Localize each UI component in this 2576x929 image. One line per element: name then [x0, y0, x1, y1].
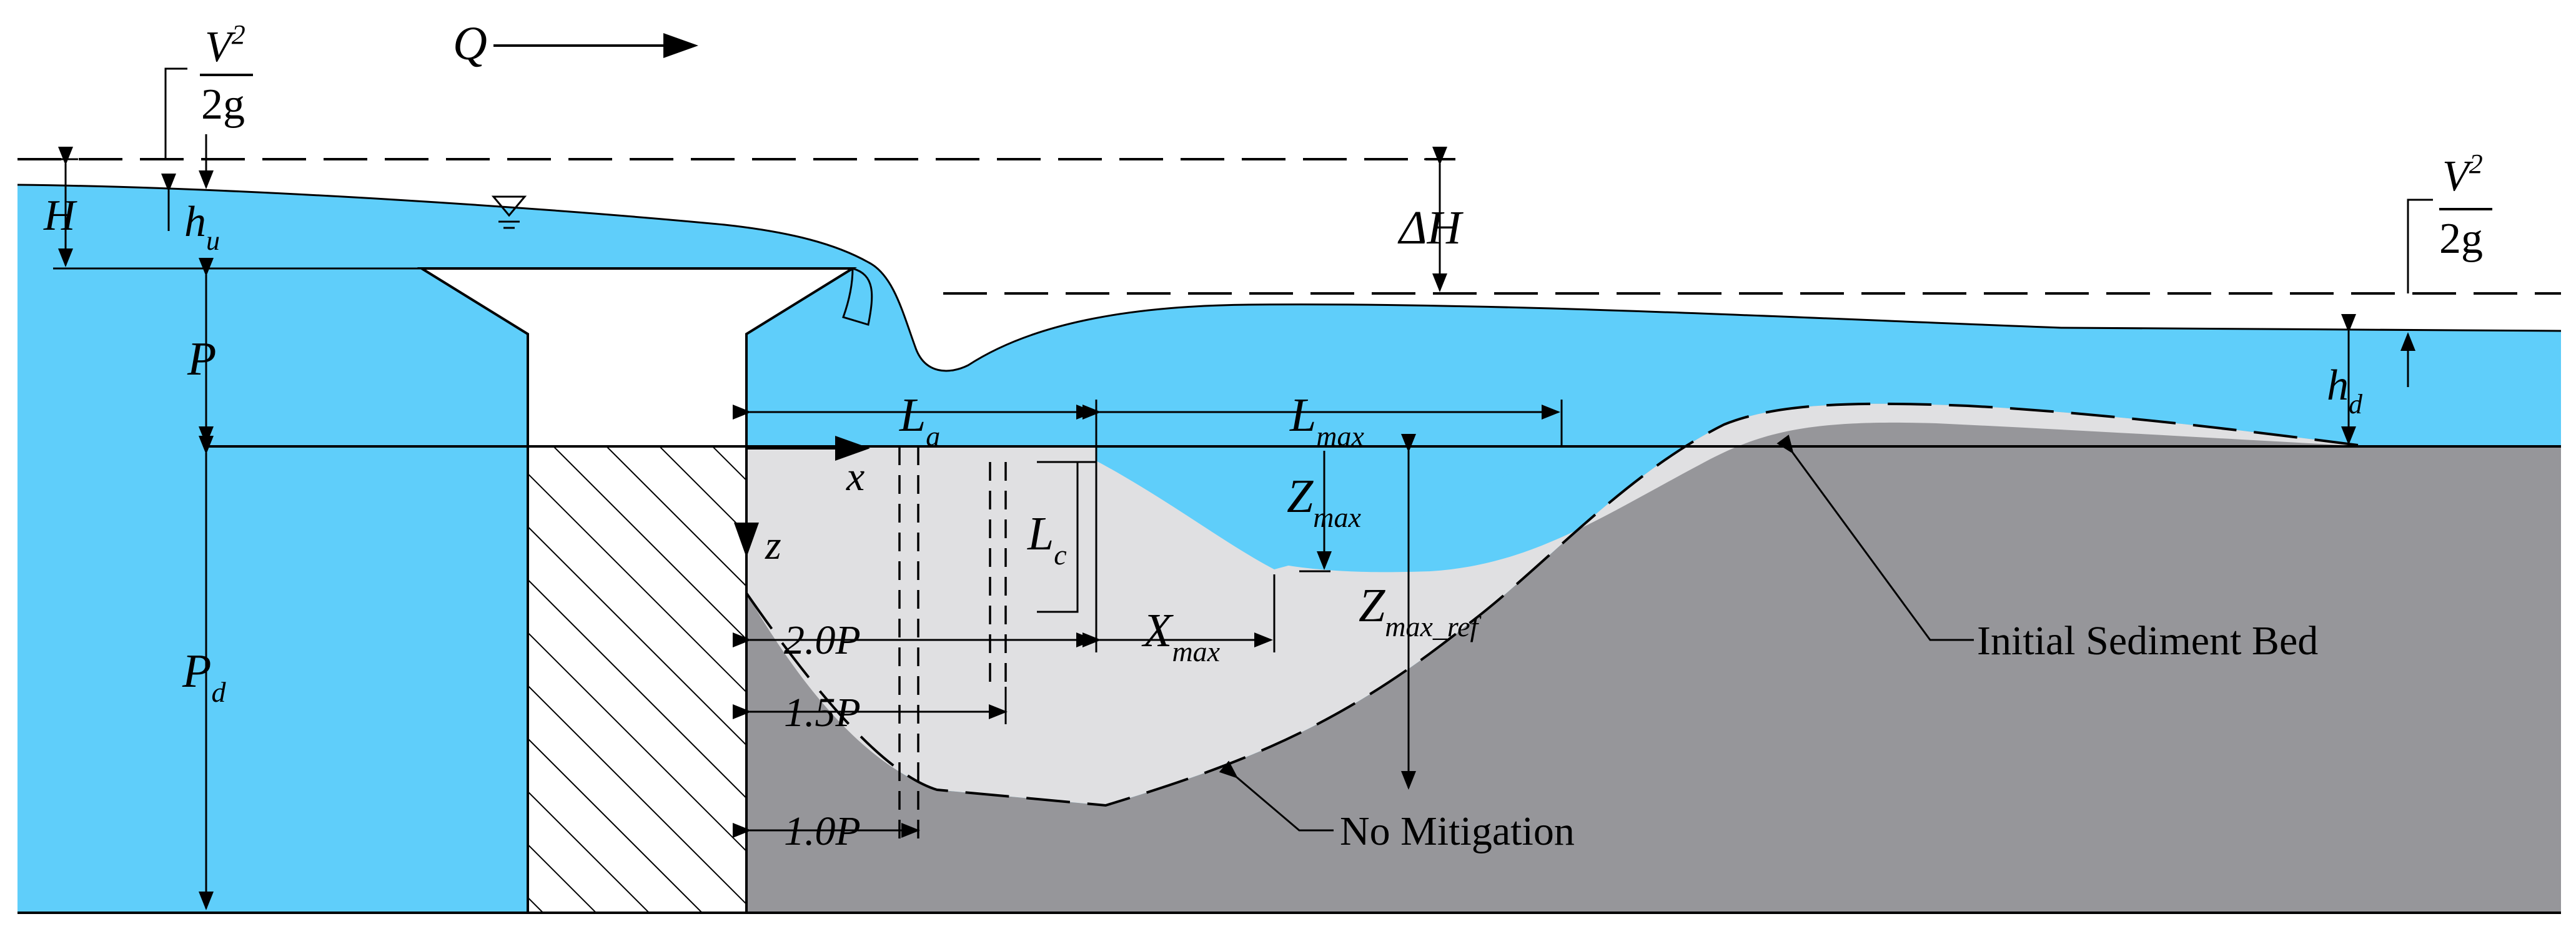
downstream-velocity-head-num: V2: [2442, 149, 2483, 200]
flow-label: Q: [453, 17, 487, 70]
upstream-surface-line: [17, 184, 2562, 372]
water-surface-symbol: [491, 195, 527, 217]
scour-pool-water: [1096, 446, 1562, 569]
p10-label: 1.0P: [784, 809, 861, 854]
H-label: H: [43, 192, 77, 240]
nappe-jet: [842, 267, 873, 326]
lc-bracket: [1037, 461, 1079, 613]
downstream-velocity-head-den: 2g: [2439, 215, 2483, 263]
Lc-label: Lc: [1027, 508, 1067, 571]
P-label: P: [187, 333, 216, 385]
no-mitigation-profile: [745, 402, 2368, 807]
hu-label: hu: [184, 198, 220, 256]
initial-bed-leader: [1776, 435, 1974, 641]
hd-label: hd: [2327, 361, 2363, 420]
Xmax-label: Xmax: [1141, 604, 1221, 667]
x-axis-label: x: [846, 454, 864, 499]
upstream-velocity-head-bracket: [164, 67, 187, 159]
p15-label: 1.5P: [784, 690, 861, 735]
Pd-label: Pd: [182, 645, 226, 708]
initial-bed-label: Initial Sediment Bed: [1977, 618, 2318, 664]
scour-hole: [746, 403, 2367, 805]
upstream-velocity-head-num: V2: [205, 19, 245, 71]
downstream-velocity-head-bracket: [2407, 199, 2433, 293]
Zmaxref-label: Zmax_ref: [1359, 579, 1482, 642]
deltaH-label: ΔH: [1397, 202, 1464, 254]
p20-label: 2.0P: [784, 617, 861, 663]
no-mitigation-label: No Mitigation: [1340, 809, 1575, 854]
z-axis-label: z: [765, 523, 781, 568]
La-label: La: [899, 389, 940, 452]
Lmax-label: Lmax: [1289, 389, 1365, 452]
sediment-bed: [746, 403, 2561, 913]
no-mitigation-leader: [1219, 760, 1334, 832]
weir-foundation-hatch: [527, 445, 748, 914]
Zmax-label: Zmax: [1287, 470, 1362, 533]
upstream-velocity-head-den: 2g: [201, 81, 245, 129]
